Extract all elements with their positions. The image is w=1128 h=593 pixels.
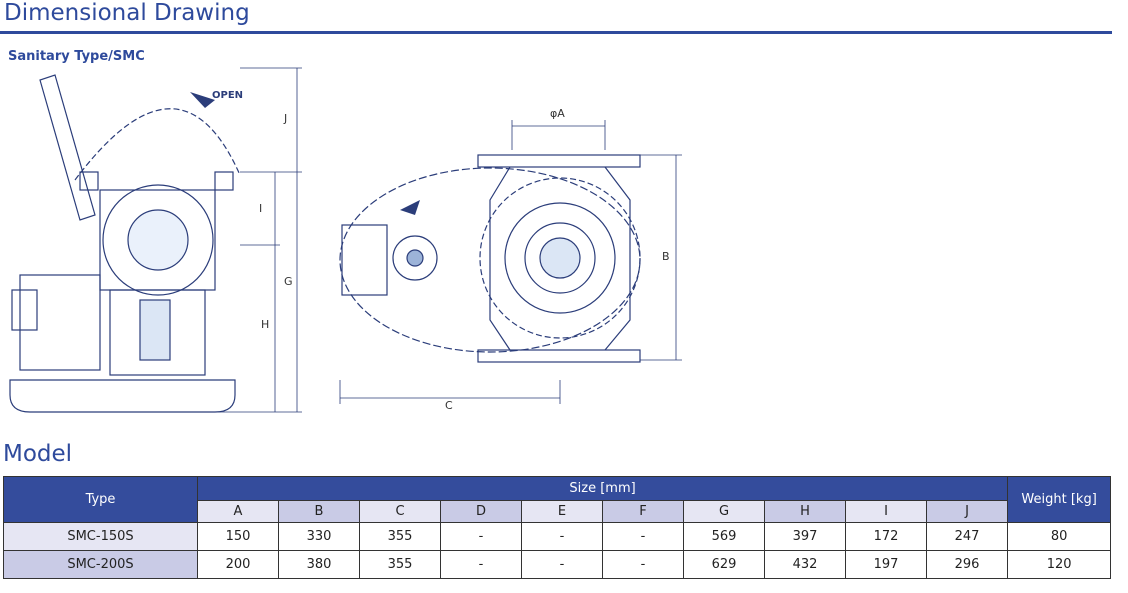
dim-label-g: G [284,275,293,288]
weight-cell: 80 [1007,522,1112,551]
dim-label-b: B [662,250,670,263]
col-header-a: A [197,500,279,523]
cell-f: - [602,550,684,579]
dim-label-h: H [261,318,269,331]
col-header-i: I [845,500,927,523]
cell-e: - [521,522,603,551]
dimensional-drawing: OPEN J I G H φA B C [9,67,682,413]
page-title: Dimensional Drawing [4,0,250,26]
cell-j: 296 [925,550,1009,579]
dim-label-j: J [283,112,287,125]
dim-label-i: I [259,202,262,215]
col-header-c: C [359,500,441,523]
table-row: SMC-150S 150 330 355 - - - 569 397 172 2… [3,522,1112,551]
type-header: Type [3,476,198,523]
cell-g: 569 [683,522,765,551]
type-cell: SMC-150S [3,522,198,551]
cell-a: 150 [197,522,279,551]
col-header-h: H [764,500,846,523]
cell-i: 197 [845,550,927,579]
cell-g: 629 [683,550,765,579]
model-table: Type Size [mm] Weight [kg] A B C D E F G… [3,476,1112,579]
drawing-subtitle: Sanitary Type/SMC [8,49,145,64]
dim-label-a: φA [550,107,565,120]
table-row: SMC-200S 200 380 355 - - - 629 432 197 2… [3,550,1112,579]
type-cell: SMC-200S [3,550,198,579]
col-header-e: E [521,500,603,523]
cell-b: 330 [278,522,360,551]
col-header-g: G [683,500,765,523]
size-header: Size [mm] [196,476,1009,501]
cell-e: - [521,550,603,579]
cell-j: 247 [925,522,1009,551]
col-header-d: D [440,500,522,523]
weight-header: Weight [kg] [1007,476,1112,523]
cell-f: - [602,522,684,551]
col-header-b: B [278,500,360,523]
cell-d: - [440,522,522,551]
cell-d: - [440,550,522,579]
cell-h: 432 [764,550,846,579]
model-title: Model [3,441,73,467]
open-label: OPEN [212,90,243,101]
cell-a: 200 [197,550,279,579]
dim-label-c: C [445,399,453,412]
cell-i: 172 [845,522,927,551]
cell-b: 380 [278,550,360,579]
cell-h: 397 [764,522,846,551]
col-header-j: J [925,500,1009,523]
cell-c: 355 [359,550,441,579]
cell-c: 355 [359,522,441,551]
title-divider [0,31,1112,34]
col-header-f: F [602,500,684,523]
weight-cell: 120 [1007,550,1112,579]
